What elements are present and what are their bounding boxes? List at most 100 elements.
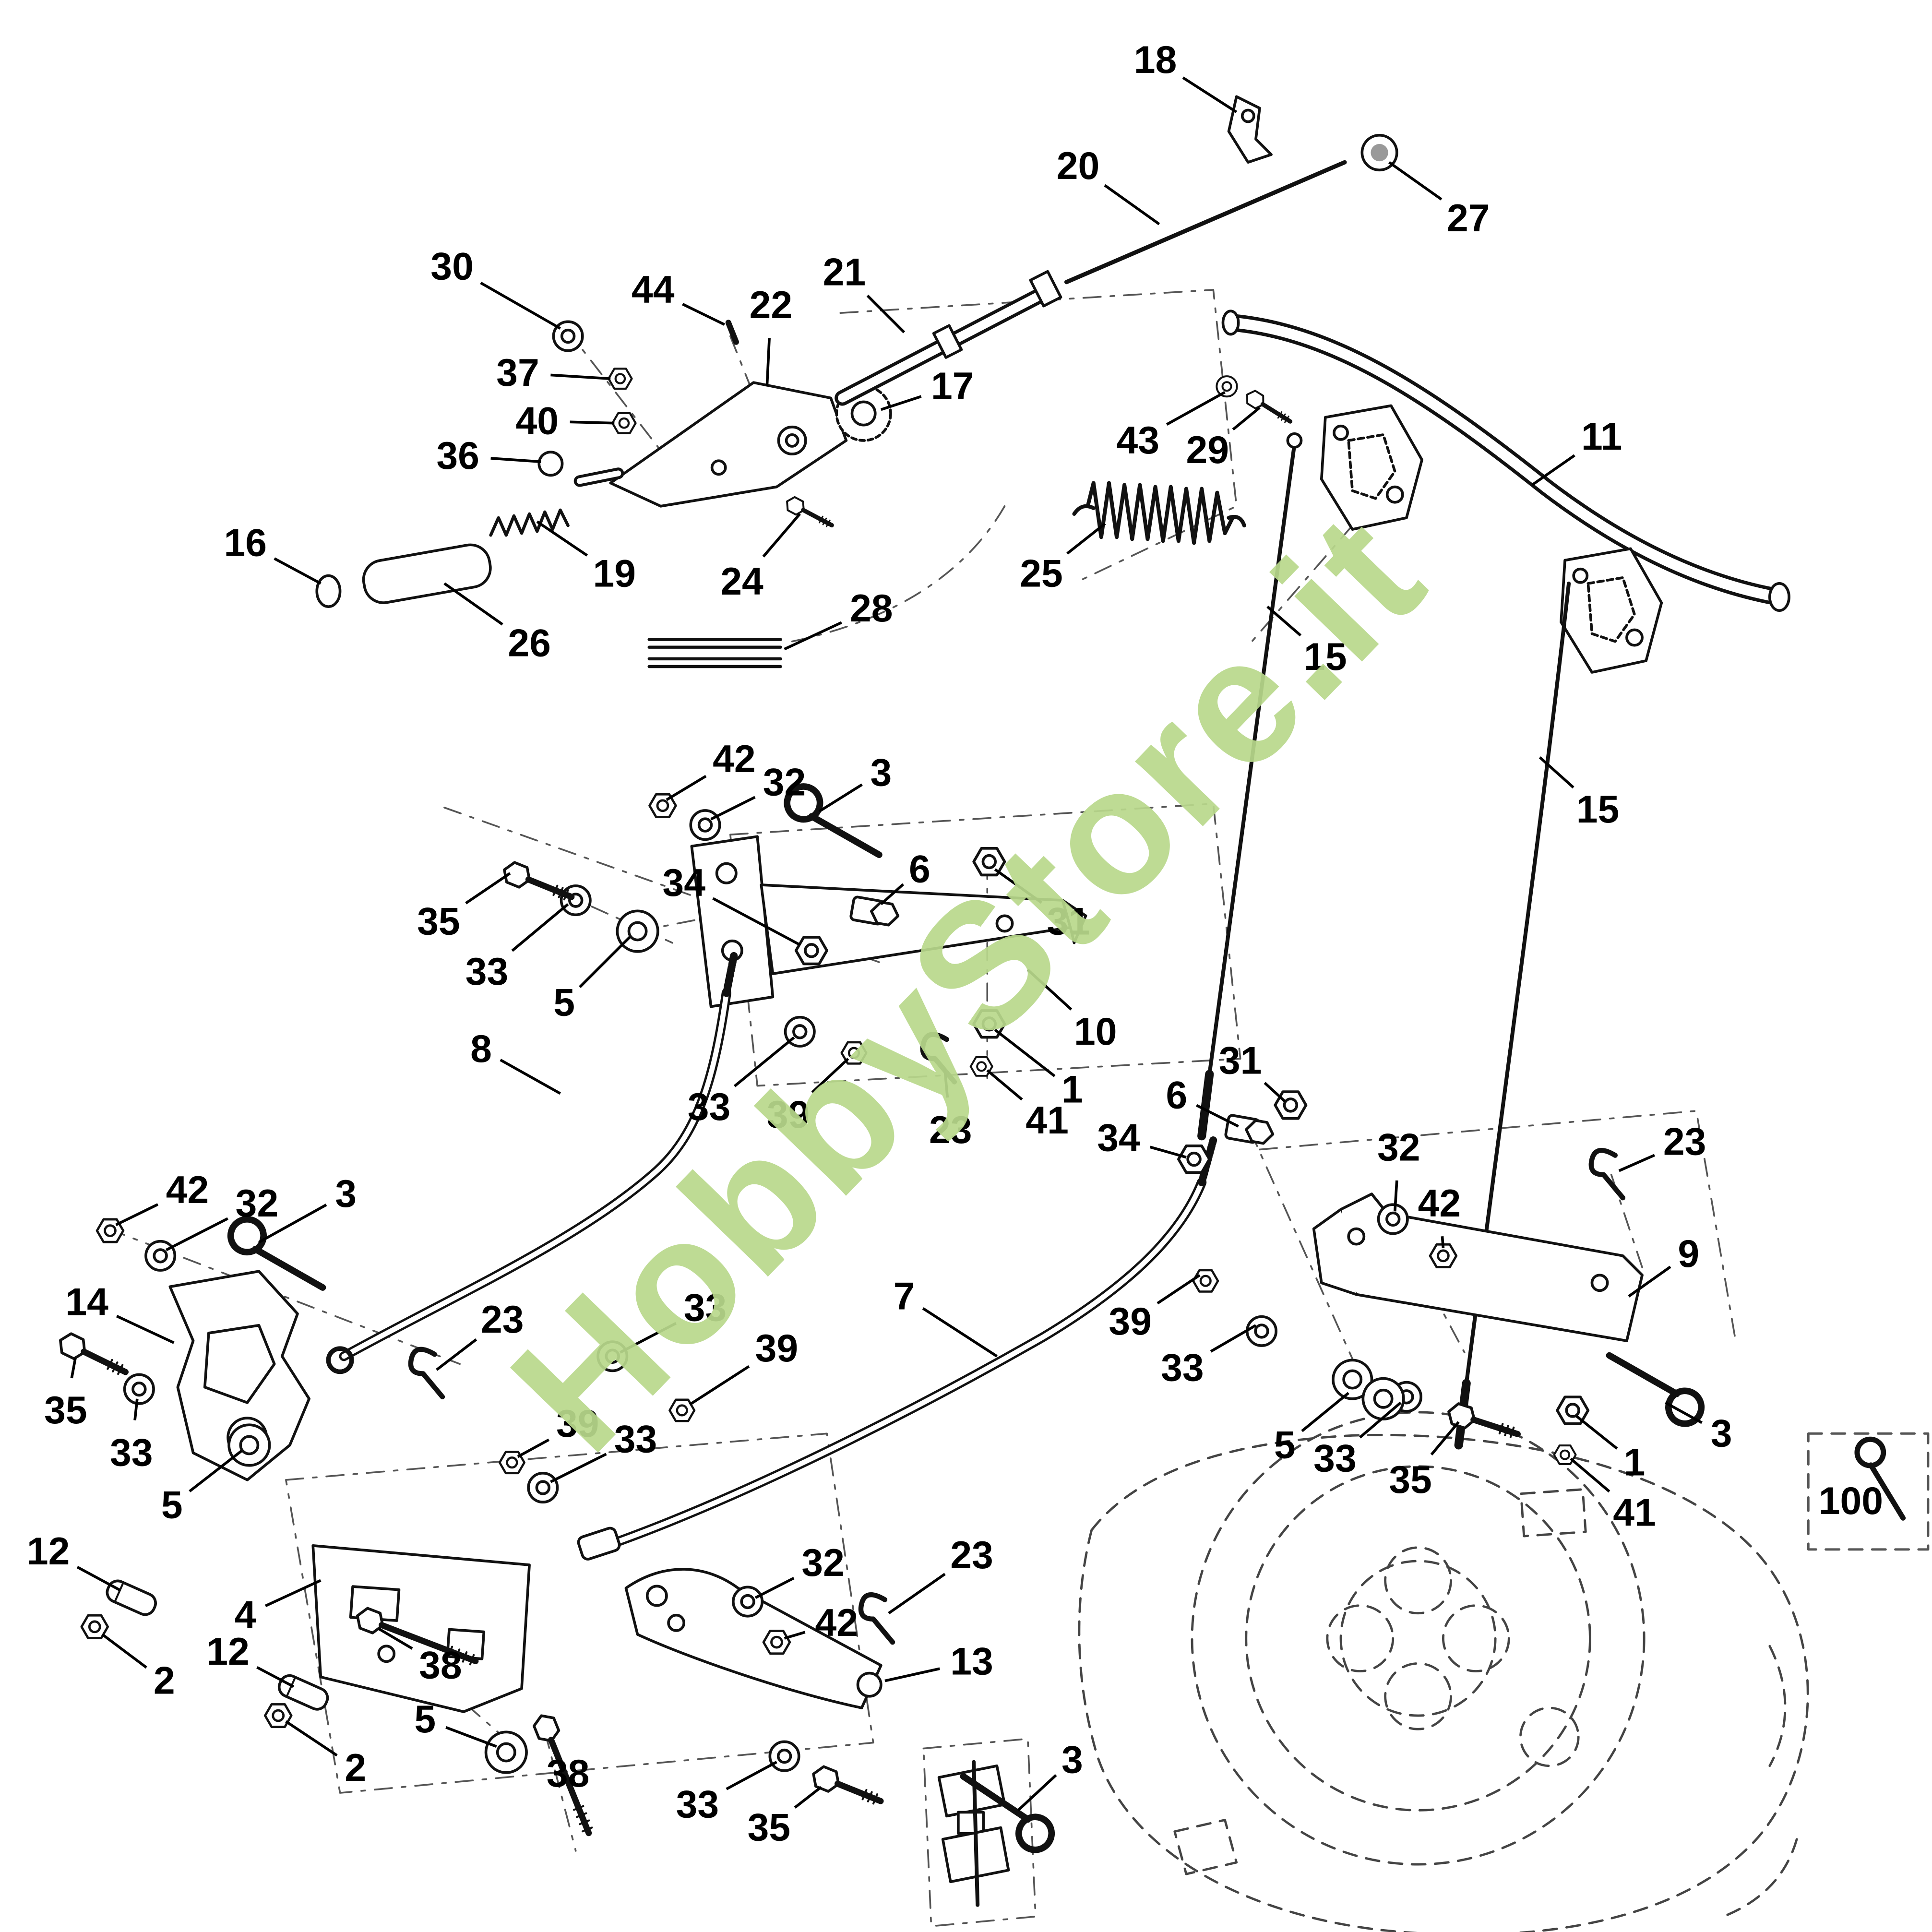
leader-line-23 xyxy=(436,1338,477,1371)
leader-line-32 xyxy=(710,796,756,821)
part-callout-42: 42 xyxy=(1418,1182,1461,1225)
hinge-bracket xyxy=(937,1764,1006,1818)
spring-19 xyxy=(489,508,570,537)
part-callout-1: 1 xyxy=(1624,1441,1646,1484)
leader-line-22 xyxy=(765,338,771,387)
part-callout-39: 39 xyxy=(755,1327,799,1370)
leader-line-1 xyxy=(1575,1415,1618,1450)
part-callout-23: 23 xyxy=(929,1109,972,1152)
leader-line-12 xyxy=(256,1666,295,1688)
leader-line-32 xyxy=(754,1576,795,1599)
leader-line-43 xyxy=(1166,391,1226,426)
leader-line-40 xyxy=(570,420,615,425)
part-callout-10: 10 xyxy=(1074,1010,1117,1053)
leader-line-34 xyxy=(712,897,801,946)
leader-line-39 xyxy=(689,1365,750,1406)
leader-line-8 xyxy=(500,1059,561,1095)
part-callout-21: 21 xyxy=(823,251,866,294)
part-callout-33: 33 xyxy=(688,1085,731,1129)
leader-line-7 xyxy=(922,1307,998,1358)
part-callout-35: 35 xyxy=(1389,1458,1432,1502)
exploded-view-line-art xyxy=(56,95,1929,1932)
part-callout-2: 2 xyxy=(154,1659,175,1703)
part-callout-22: 22 xyxy=(750,284,793,327)
leader-line-21 xyxy=(866,294,906,334)
part-callout-12: 12 xyxy=(206,1630,250,1673)
part-callout-43: 43 xyxy=(1117,419,1160,462)
part-callout-100: 100 xyxy=(1819,1479,1883,1523)
part-callout-32: 32 xyxy=(763,761,806,804)
part-callout-4: 4 xyxy=(235,1594,256,1637)
bracket-13 xyxy=(624,1568,883,1709)
leader-line-42 xyxy=(666,775,707,801)
washer-33 xyxy=(561,886,590,915)
leader-line-9 xyxy=(1628,1265,1671,1298)
leader-line-36 xyxy=(490,457,541,464)
leader-line-15 xyxy=(1538,756,1574,789)
leader-line-3 xyxy=(1665,1401,1703,1424)
bars-28 xyxy=(647,638,782,668)
leader-line-35 xyxy=(794,1786,822,1809)
part-callout-12: 12 xyxy=(27,1530,70,1573)
leader-line-44 xyxy=(682,303,725,326)
nut-34 xyxy=(1179,1146,1209,1173)
leader-line-39 xyxy=(811,1058,849,1094)
leader-line-24 xyxy=(762,513,801,558)
part-callout-1: 1 xyxy=(1061,1068,1083,1111)
part-callout-29: 29 xyxy=(1186,429,1229,472)
nut-1 xyxy=(1557,1397,1588,1424)
part-callout-7: 7 xyxy=(894,1275,915,1318)
leader-line-33 xyxy=(726,1761,777,1790)
leader-line-14 xyxy=(116,1314,175,1344)
nut-34 xyxy=(796,937,827,964)
leader-line-33 xyxy=(1210,1324,1257,1353)
washer-32 xyxy=(146,1241,175,1270)
leader-line-2 xyxy=(285,1720,338,1757)
part-callout-27: 27 xyxy=(1447,197,1490,240)
part-callout-20: 20 xyxy=(1057,144,1100,188)
leader-line-10 xyxy=(1026,968,1073,1011)
bolt-35 xyxy=(56,1331,130,1382)
part-callout-2: 2 xyxy=(345,1746,366,1789)
leader-line-16 xyxy=(274,557,322,585)
leader-line-29 xyxy=(1232,406,1261,431)
inset-part-100 xyxy=(1807,1433,1929,1551)
part-callout-35: 35 xyxy=(748,1806,791,1849)
leader-line-37 xyxy=(550,373,611,380)
leader-line-27 xyxy=(1388,161,1443,201)
part-callout-42: 42 xyxy=(713,738,756,781)
part-callout-26: 26 xyxy=(508,622,551,665)
leader-line-35 xyxy=(1430,1421,1460,1455)
part-callout-33: 33 xyxy=(1313,1437,1357,1480)
part-callout-44: 44 xyxy=(632,268,675,311)
leader-line-41 xyxy=(986,1069,1023,1101)
part-callout-38: 38 xyxy=(547,1752,590,1795)
leader-line-5 xyxy=(445,1726,497,1748)
washer-32 xyxy=(691,811,719,839)
part-callout-23: 23 xyxy=(481,1298,524,1341)
handlebar-bracket-right xyxy=(1560,547,1663,674)
leader-line-5 xyxy=(1301,1392,1349,1432)
part-callout-15: 15 xyxy=(1304,635,1347,679)
ring-36 xyxy=(537,451,564,477)
bushing-16 xyxy=(315,574,342,608)
part-callout-40: 40 xyxy=(515,400,559,443)
leader-line-5 xyxy=(579,936,631,988)
part-callout-34: 34 xyxy=(662,861,705,905)
leader-line-30 xyxy=(480,281,561,330)
lever-22 xyxy=(609,381,848,508)
part-callout-33: 33 xyxy=(110,1431,153,1475)
part-callout-41: 41 xyxy=(1613,1491,1656,1534)
pin-44 xyxy=(725,320,739,345)
part-callout-39: 39 xyxy=(556,1402,599,1445)
part-callout-34: 34 xyxy=(1097,1116,1140,1159)
bolt-35 xyxy=(501,860,576,907)
leader-line-42 xyxy=(1441,1236,1445,1249)
part-callout-32: 32 xyxy=(1377,1126,1420,1169)
washer-5 xyxy=(486,1732,527,1773)
spring-25 xyxy=(1085,481,1235,545)
part-callout-5: 5 xyxy=(1274,1423,1296,1467)
part-callout-16: 16 xyxy=(224,521,267,564)
part-callout-15: 15 xyxy=(1576,788,1620,831)
